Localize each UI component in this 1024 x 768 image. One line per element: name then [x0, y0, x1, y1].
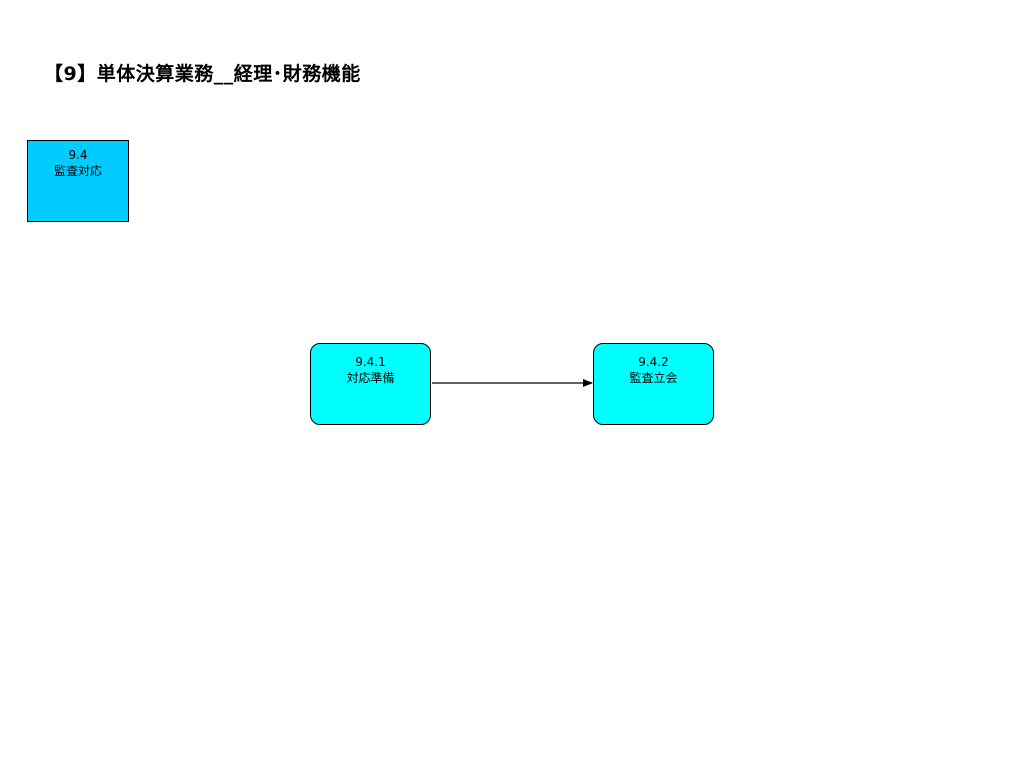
parent-process-id: 9.4: [68, 148, 88, 162]
process-node-9-4-1[interactable]: 9.4.1 対応準備: [310, 343, 431, 425]
process-node-id: 9.4.1: [355, 355, 386, 369]
page-title: 【9】単体決算業務__経理･財務機能: [44, 63, 361, 85]
parent-process-box[interactable]: 9.4 監査対応: [27, 140, 129, 222]
process-node-id: 9.4.2: [638, 355, 669, 369]
parent-process-label: 監査対応: [53, 164, 102, 178]
process-node-label: 監査立会: [629, 371, 678, 385]
process-node-label: 対応準備: [346, 371, 395, 385]
process-node-9-4-2[interactable]: 9.4.2 監査立会: [593, 343, 714, 425]
